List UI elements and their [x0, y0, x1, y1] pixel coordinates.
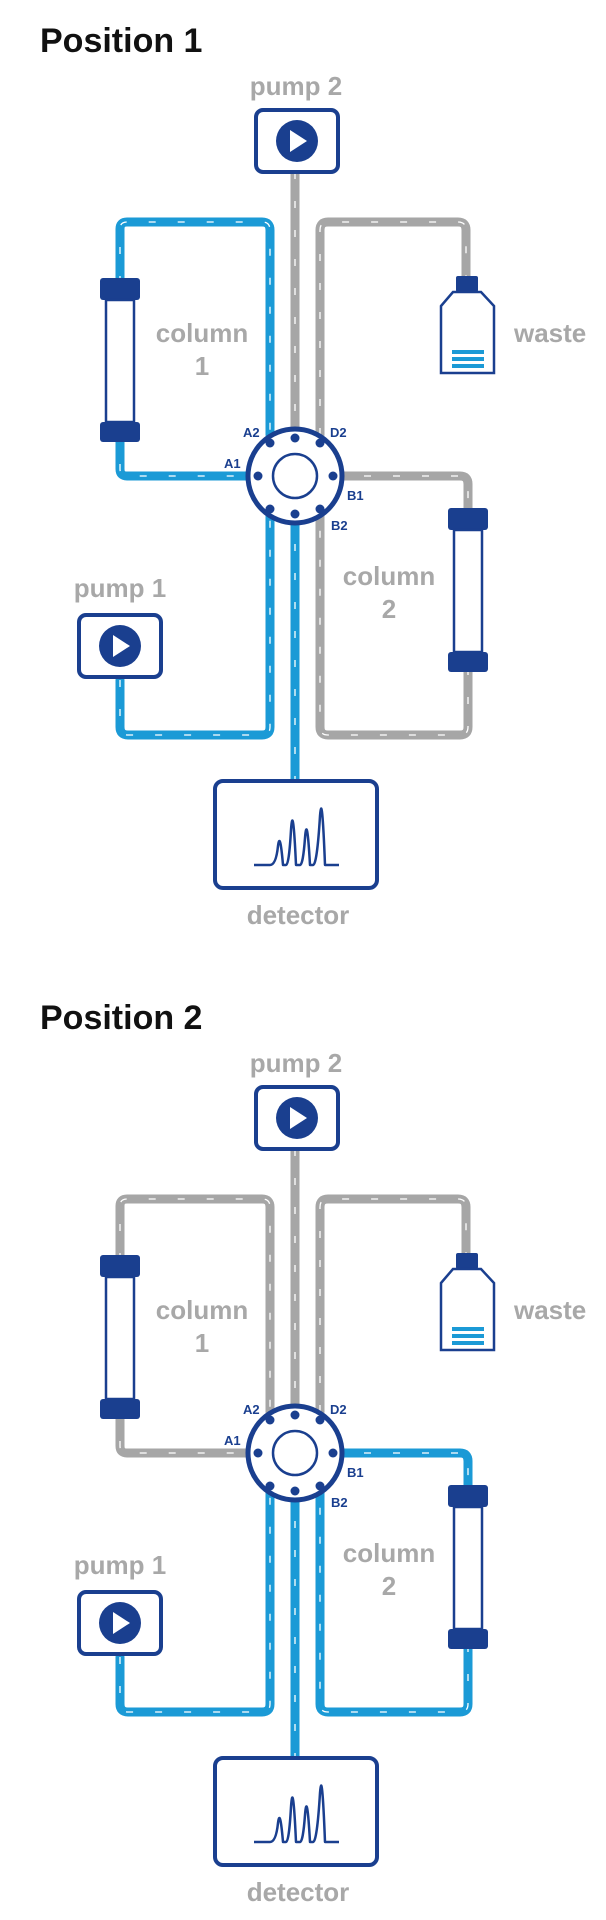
detector-label: detector: [247, 1877, 350, 1907]
flow-chevrons: [119, 435, 262, 477]
pump2-label: pump 2: [250, 1048, 342, 1078]
waste-label: waste: [513, 1295, 586, 1325]
flow-chevrons: [319, 1198, 467, 1412]
port-b2-label: B2: [331, 1495, 348, 1510]
tube-valve-to-column1: [115, 430, 267, 481]
column1-icon: [100, 278, 140, 442]
port-b1-label: B1: [347, 1465, 364, 1480]
detector-label: detector: [247, 900, 350, 930]
switching-valve-icon: [245, 426, 345, 526]
tubing: [115, 167, 473, 785]
port-d2-label: D2: [330, 1402, 347, 1417]
flow-chevrons: [319, 1452, 469, 1713]
pump1-label: pump 1: [74, 1550, 166, 1580]
column1-label: column: [156, 1295, 248, 1325]
pump1-icon: [77, 1590, 163, 1656]
pump2-icon: [254, 108, 340, 174]
column2-number: 2: [382, 594, 396, 624]
flow-chevrons: [319, 475, 469, 736]
waste-bottle-icon: [439, 276, 496, 375]
column1-icon: [100, 1255, 140, 1419]
panel-title: Position 1: [40, 22, 202, 60]
pump2-label: pump 2: [250, 71, 342, 101]
panel-title: Position 2: [40, 999, 202, 1037]
flow-chevrons: [119, 221, 271, 435]
column2-label: column: [343, 561, 435, 591]
column2-icon: [448, 508, 488, 672]
panel-position-1: Position 1 pump 2: [40, 22, 586, 930]
port-b1-label: B1: [347, 488, 364, 503]
detector-icon: [213, 779, 379, 890]
column2-number: 2: [382, 1571, 396, 1601]
column1-number: 1: [195, 351, 209, 381]
flow-chevrons: [119, 1198, 271, 1412]
pump1-icon: [77, 613, 163, 679]
column1-number: 1: [195, 1328, 209, 1358]
flow-chevrons: [119, 1412, 262, 1454]
switching-valve-icon: [245, 1403, 345, 1503]
flow-chevrons: [319, 221, 467, 435]
tube-valve-to-column1: [115, 1407, 267, 1458]
port-a1-label: A1: [224, 456, 241, 471]
port-d2-label: D2: [330, 425, 347, 440]
waste-label: waste: [513, 318, 586, 348]
panel-position-2: Position 2 pump 2: [40, 999, 586, 1907]
port-b2-label: B2: [331, 518, 348, 533]
detector-icon: [213, 1756, 379, 1867]
port-a1-label: A1: [224, 1433, 241, 1448]
column2-icon: [448, 1485, 488, 1649]
flow-chevrons: [119, 1492, 271, 1713]
column2-label: column: [343, 1538, 435, 1568]
pump1-label: pump 1: [74, 573, 166, 603]
port-a2-label: A2: [243, 425, 260, 440]
port-a2-label: A2: [243, 1402, 260, 1417]
pump2-icon: [254, 1085, 340, 1151]
waste-bottle-icon: [439, 1253, 496, 1352]
flow-chevrons: [119, 515, 271, 736]
column1-label: column: [156, 318, 248, 348]
tubing: [115, 1144, 473, 1762]
